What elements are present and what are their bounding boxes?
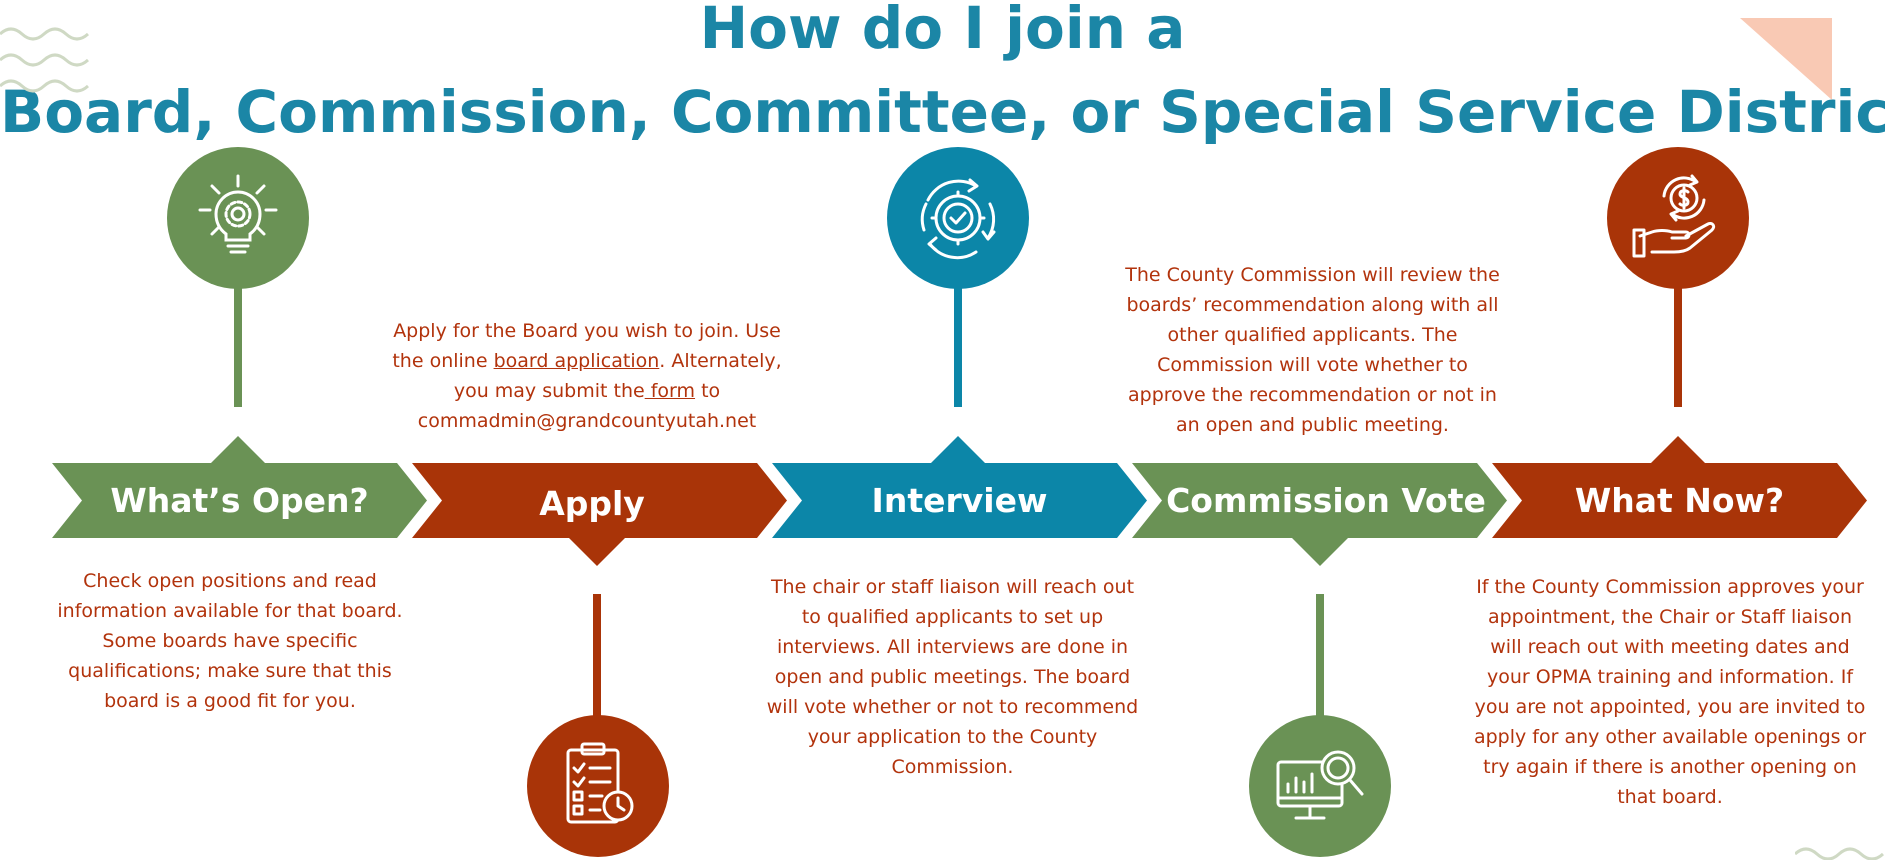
chevron-whats-open: [52, 463, 427, 538]
step-whats-open-circle: [167, 147, 309, 289]
step-label-interview: Interview: [871, 481, 1048, 520]
step-what-now-notch: [1650, 436, 1706, 464]
chevron-interview: [772, 463, 1147, 538]
step-label-whats-open: What’s Open?: [110, 481, 369, 520]
step-desc-apply: Apply for the Board you wish to join. Us…: [392, 316, 782, 436]
step-apply-notch: [569, 538, 625, 566]
apply-text-2: . Alternately, you may submit the: [453, 350, 782, 402]
step-commission-vote-stem: [1316, 594, 1324, 716]
decorative-waves-bottom-right: [1795, 847, 1885, 860]
step-label-what-now: What Now?: [1574, 481, 1785, 520]
step-what-now-circle: [1607, 147, 1749, 289]
lightbulb-icon: [198, 174, 278, 254]
step-interview-stem: [954, 285, 962, 407]
step-label-apply: Apply: [539, 484, 645, 523]
title-line-2: Board, Commission, Committee, or Special…: [0, 78, 1885, 146]
decorative-waves-top-left: [0, 27, 90, 93]
step-interview-notch: [930, 436, 986, 464]
step-whats-open-notch: [210, 436, 266, 464]
step-desc-interview: The chair or staff liaison will reach ou…: [766, 576, 1139, 778]
step-apply-stem: [593, 594, 601, 716]
chevron-apply: [412, 463, 787, 538]
step-commission-vote-notch: [1292, 538, 1348, 566]
step-commission-vote-circle: [1249, 715, 1391, 857]
checklist-clock-icon: [566, 742, 634, 824]
step-label-commission-vote: Commission Vote: [1166, 481, 1486, 520]
apply-text-1: Apply for the Board you wish to join. Us…: [392, 320, 781, 372]
decorative-triangle: [1740, 18, 1832, 100]
step-what-now-stem: [1674, 285, 1682, 407]
hand-dollar-icon: [1632, 174, 1716, 258]
step-interview-circle: [887, 147, 1029, 289]
chevron-what-now: [1492, 463, 1867, 538]
step-desc-commission-vote: The County Commission will review the bo…: [1125, 264, 1500, 436]
apply-text-3: to commadmin@grandcountyutah.net: [417, 380, 757, 432]
board-application-link[interactable]: board application: [493, 350, 660, 372]
monitor-analytics-icon: [1276, 750, 1364, 820]
form-link[interactable]: form: [644, 380, 696, 402]
step-whats-open-stem: [234, 285, 242, 407]
step-apply-circle: [527, 715, 669, 857]
step-desc-whats-open: Check open positions and read informatio…: [57, 570, 403, 712]
step-desc-what-now: If the County Commission approves your a…: [1473, 576, 1867, 808]
title-line-1: How do I join a: [699, 0, 1186, 62]
gear-check-cycle-icon: [920, 178, 996, 260]
chevron-commission-vote: [1132, 463, 1507, 538]
